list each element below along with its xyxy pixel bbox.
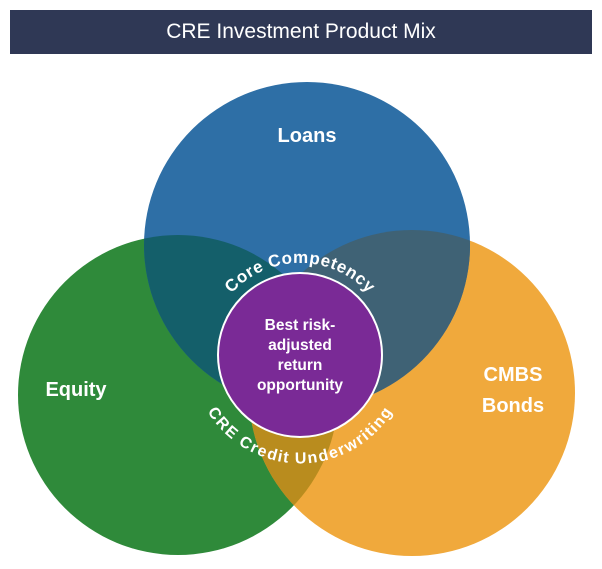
center-line-1: Best risk- [265,317,336,334]
center-circle [217,272,383,438]
cmbs-label: CMBS [484,364,543,386]
loans-label: Loans [278,125,337,147]
center-line-4: opportunity [257,377,343,394]
bonds-label: Bonds [482,395,544,417]
center-line-2: adjusted [268,337,332,354]
page-title: CRE Investment Product Mix [10,10,592,54]
equity-label: Equity [45,379,107,401]
center-line-3: return [278,357,323,374]
